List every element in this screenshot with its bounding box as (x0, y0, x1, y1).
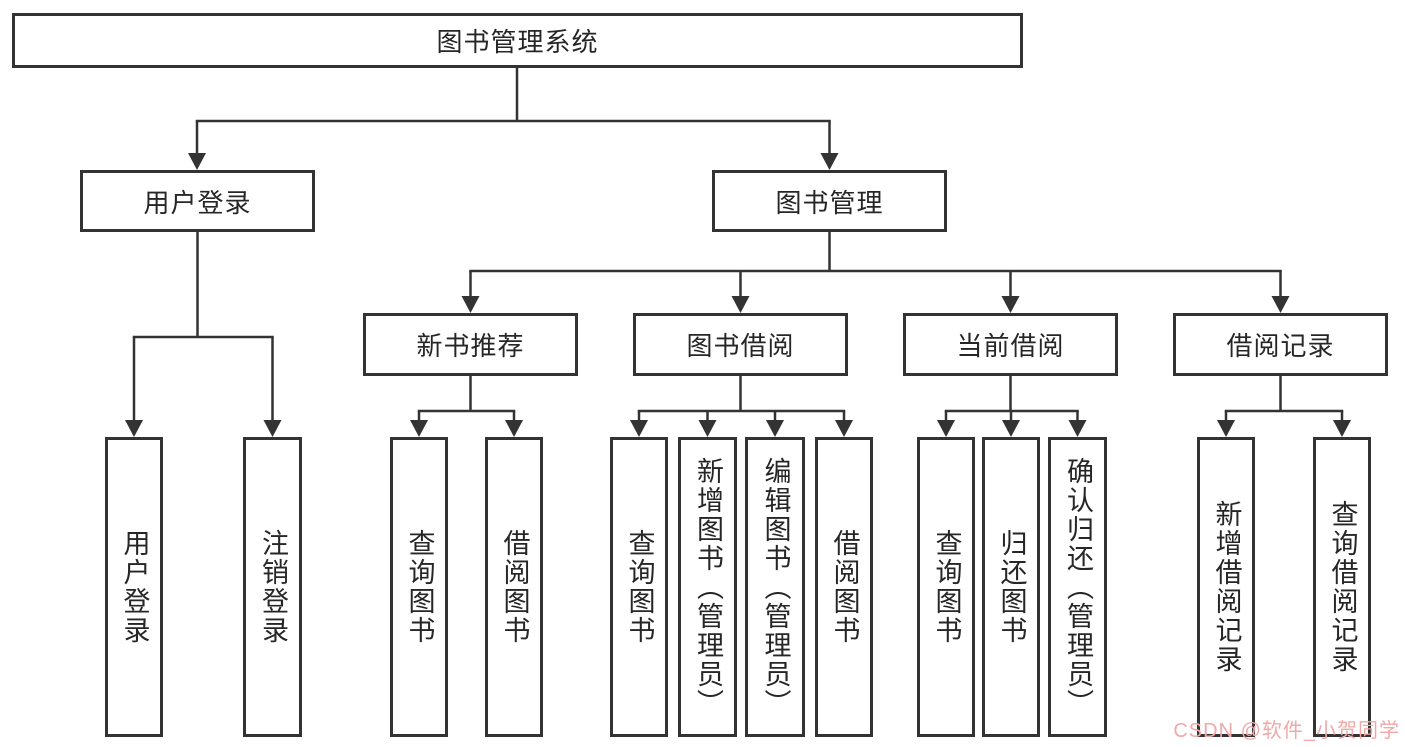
leaf-query-books-current: 查询图书 (917, 437, 975, 737)
leaf-logout: 注销登录 (243, 437, 302, 737)
node-book-management: 图书管理 (712, 170, 947, 232)
leaf-add-borrow-record: 新增借阅记录 (1197, 437, 1255, 737)
node-library-management-system: 图书管理系统 (12, 13, 1023, 68)
csdn-watermark: CSDN @软件_小贺同学 (1173, 720, 1400, 742)
node-current-borrow: 当前借阅 (903, 313, 1118, 376)
leaf-borrow-books: 借阅图书 (815, 437, 873, 737)
leaf-user-login: 用户登录 (105, 437, 163, 737)
node-user-login: 用户登录 (80, 170, 315, 232)
leaf-query-borrow-record: 查询借阅记录 (1313, 437, 1371, 737)
leaf-borrow-books-recommend: 借阅图书 (485, 437, 543, 737)
leaf-confirm-return-admin: 确认归还（管理员） (1048, 437, 1107, 737)
leaf-edit-books-admin: 编辑图书（管理员） (745, 437, 805, 737)
leaf-query-books-borrow: 查询图书 (610, 437, 668, 737)
node-new-book-recommend: 新书推荐 (363, 313, 578, 376)
node-book-borrow: 图书借阅 (633, 313, 848, 376)
leaf-return-books: 归还图书 (982, 437, 1040, 737)
leaf-add-books-admin: 新增图书（管理员） (678, 437, 737, 737)
node-borrow-records: 借阅记录 (1173, 313, 1388, 376)
leaf-query-books-recommend: 查询图书 (390, 437, 448, 737)
